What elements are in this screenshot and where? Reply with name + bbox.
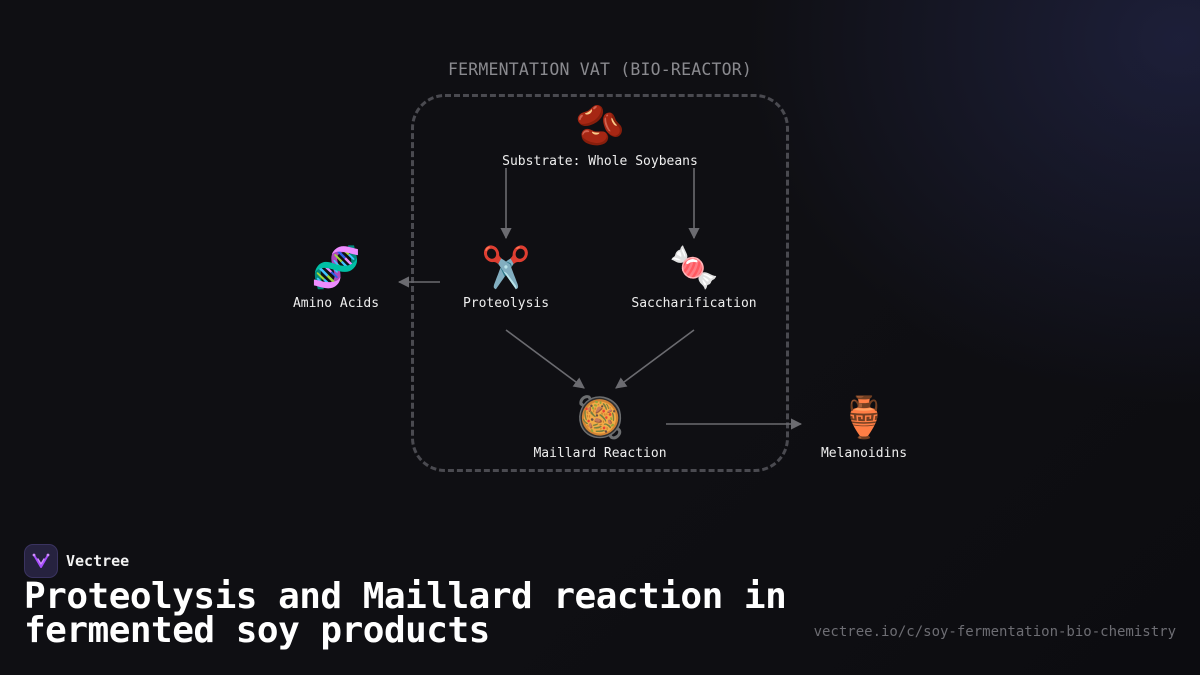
source-url[interactable]: vectree.io/c/soy-fermentation-bio-chemis…	[813, 624, 1176, 640]
node-label: Maillard Reaction	[533, 446, 667, 461]
fermentation-vat-container	[411, 94, 789, 472]
vectree-logo-icon	[24, 544, 58, 578]
node-label: Substrate: Whole Soybeans	[502, 154, 698, 169]
node-label: Amino Acids	[292, 296, 380, 311]
node-label: Proteolysis	[462, 296, 550, 311]
brand: Vectree	[24, 544, 129, 578]
candy-icon: 🍬	[669, 245, 719, 291]
container-title: FERMENTATION VAT (BIO-REACTOR)	[447, 60, 752, 79]
node-substrate: 🫘 Substrate: Whole Soybeans	[480, 102, 720, 169]
paella-pan-icon: 🥘	[575, 395, 625, 441]
edge-saccharification-to-maillard	[615, 329, 695, 389]
page-title: Proteolysis and Maillard reaction in fer…	[24, 576, 787, 651]
node-saccharification: 🍬 Saccharification	[574, 244, 814, 311]
node-label: Melanoidins	[820, 446, 908, 461]
node-proteolysis: ✂️ Proteolysis	[386, 244, 626, 311]
amphora-icon: 🏺	[839, 395, 889, 441]
brand-name: Vectree	[66, 552, 130, 570]
dna-icon: 🧬	[311, 245, 361, 291]
node-melanoidins: 🏺 Melanoidins	[744, 394, 984, 461]
node-amino-acids: 🧬 Amino Acids	[216, 244, 456, 311]
node-label: Saccharification	[631, 296, 757, 311]
scissors-icon: ✂️	[481, 245, 531, 291]
kidney-beans-icon: 🫘	[575, 103, 625, 149]
edge-proteolysis-to-maillard	[505, 329, 585, 389]
node-maillard-reaction: 🥘 Maillard Reaction	[480, 394, 720, 461]
